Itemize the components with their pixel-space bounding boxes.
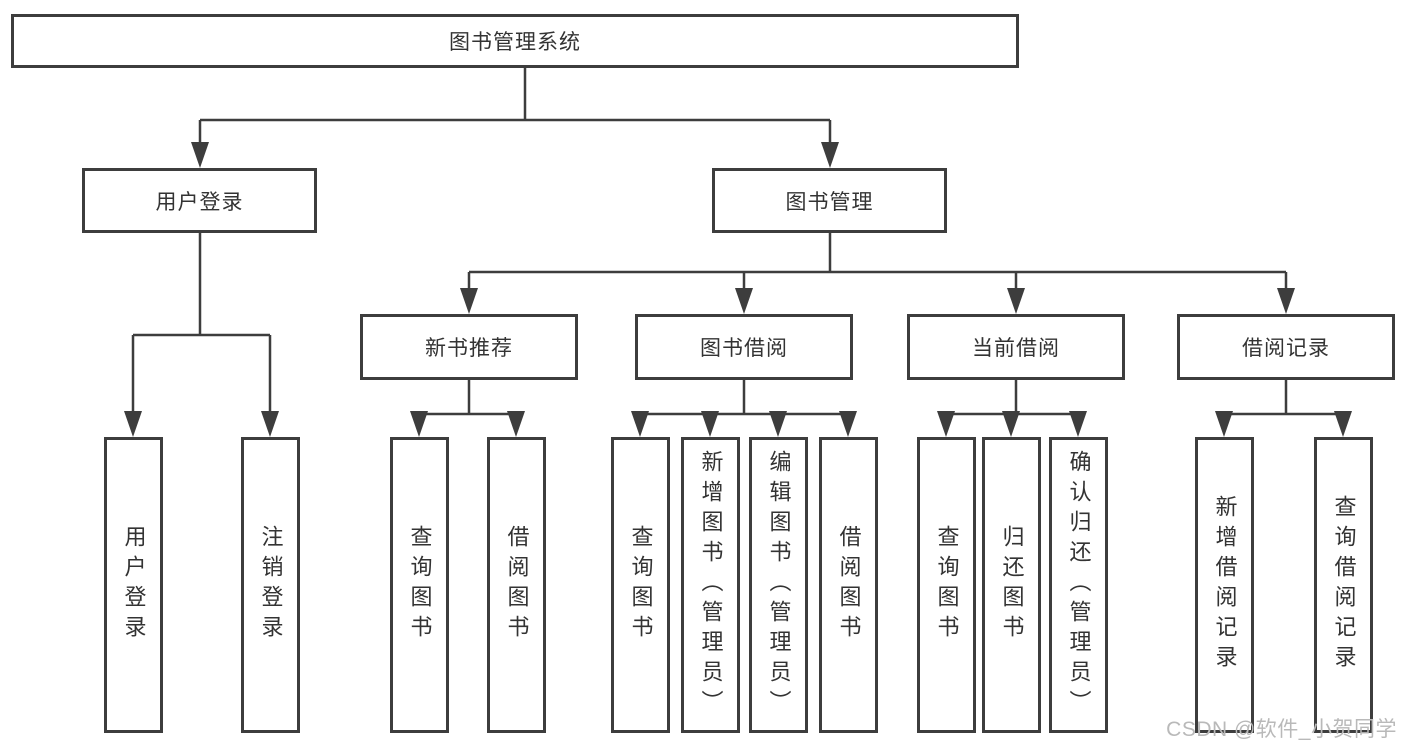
leaf-query-books-current: 查询图书 bbox=[917, 437, 976, 733]
node-user-login: 用户登录 bbox=[82, 168, 317, 233]
leaf-return-book: 归还图书 bbox=[982, 437, 1041, 733]
leaf-logout: 注销登录 bbox=[241, 437, 300, 733]
leaf-label: 查询图书 bbox=[407, 525, 433, 645]
node-label: 用户登录 bbox=[155, 190, 244, 214]
node-book-borrow: 图书借阅 bbox=[635, 314, 853, 380]
watermark-text: CSDN @软件_小贺同学 bbox=[1166, 718, 1397, 741]
leaf-label: 新增图书（管理员） bbox=[698, 450, 724, 720]
leaf-borrow-books-recommend: 借阅图书 bbox=[487, 437, 546, 733]
node-current-borrow: 当前借阅 bbox=[907, 314, 1125, 380]
arrowhead-icons bbox=[124, 142, 1352, 437]
leaf-query-books-borrow: 查询图书 bbox=[611, 437, 670, 733]
leaf-edit-book-admin: 编辑图书（管理员） bbox=[749, 437, 808, 733]
node-label: 新书推荐 bbox=[425, 337, 513, 360]
leaf-user-login: 用户登录 bbox=[104, 437, 163, 733]
node-book-management: 图书管理 bbox=[712, 168, 947, 233]
node-library-management-system: 图书管理系统 bbox=[11, 14, 1019, 68]
node-label: 图书管理 bbox=[785, 190, 874, 214]
leaf-label: 查询借阅记录 bbox=[1331, 495, 1357, 675]
leaf-confirm-return-admin: 确认归还（管理员） bbox=[1049, 437, 1108, 733]
leaf-query-borrow-record: 查询借阅记录 bbox=[1314, 437, 1373, 733]
leaf-label: 确认归还（管理员） bbox=[1066, 450, 1092, 720]
leaf-query-books-recommend: 查询图书 bbox=[390, 437, 449, 733]
node-new-book-recommend: 新书推荐 bbox=[360, 314, 578, 380]
leaf-label: 借阅图书 bbox=[504, 525, 530, 645]
node-label: 当前借阅 bbox=[972, 337, 1060, 360]
leaf-label: 借阅图书 bbox=[836, 525, 862, 645]
leaf-label: 归还图书 bbox=[999, 525, 1025, 645]
leaf-label: 新增借阅记录 bbox=[1212, 495, 1238, 675]
leaf-label: 注销登录 bbox=[258, 525, 284, 645]
node-label: 图书借阅 bbox=[700, 337, 788, 360]
leaf-label: 查询图书 bbox=[628, 525, 654, 645]
leaf-label: 编辑图书（管理员） bbox=[766, 450, 792, 720]
node-borrow-records: 借阅记录 bbox=[1177, 314, 1395, 380]
leaf-label: 查询图书 bbox=[934, 525, 960, 645]
leaf-add-book-admin: 新增图书（管理员） bbox=[681, 437, 740, 733]
node-label: 借阅记录 bbox=[1242, 337, 1330, 360]
leaf-label: 用户登录 bbox=[121, 525, 147, 645]
node-label: 图书管理系统 bbox=[449, 31, 581, 54]
leaf-add-borrow-record: 新增借阅记录 bbox=[1195, 437, 1254, 733]
leaf-borrow-books: 借阅图书 bbox=[819, 437, 878, 733]
